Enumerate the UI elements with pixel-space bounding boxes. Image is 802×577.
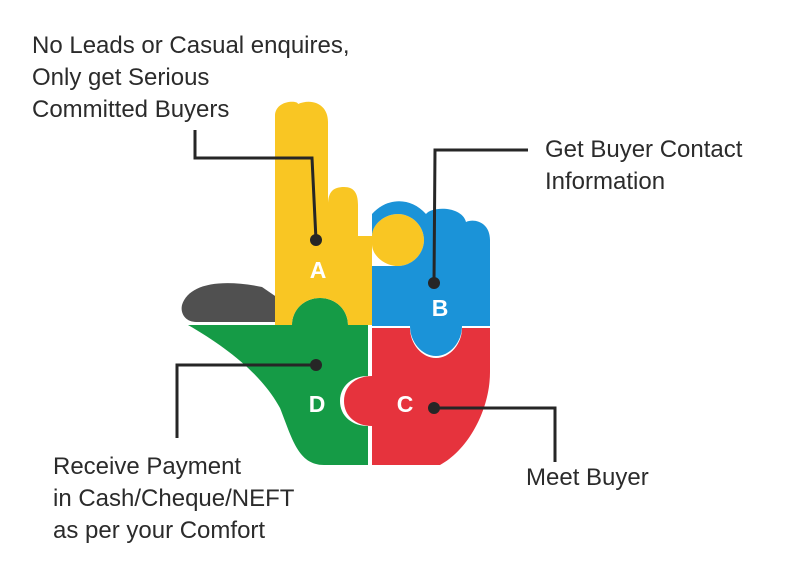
callout-a-line-1: No Leads or Casual enquires, [32, 32, 350, 59]
callout-a-line-3: Committed Buyers [32, 96, 230, 123]
connector-dot-d [310, 359, 322, 371]
connector-line-c [434, 406, 557, 462]
connector-line-b [432, 148, 528, 284]
hand-thumb [181, 283, 278, 322]
puzzle-piece-d [188, 298, 368, 465]
callout-c-line-1: Meet Buyer [526, 464, 649, 491]
callout-d-line-2: in Cash/Cheque/NEFT [53, 485, 295, 512]
callout-b-line-1: Get Buyer Contact [545, 136, 743, 163]
piece-letter-a: A [310, 257, 327, 283]
callout-c: Meet Buyer [526, 462, 649, 494]
piece-letter-b: B [432, 295, 449, 321]
connector-line-d [175, 363, 316, 438]
callout-d-line-1: Receive Payment [53, 453, 242, 480]
connector-dot-c [428, 402, 440, 414]
callout-b-line-2: Information [545, 168, 666, 195]
puzzle-piece-c [344, 328, 490, 465]
callout-a-line-2: Only get Serious [32, 64, 210, 91]
callout-a: No Leads or Casual enquires, Only get Se… [32, 30, 350, 126]
connector-dot-b [428, 277, 440, 289]
piece-letter-c: C [397, 391, 414, 417]
connector-line-a [193, 130, 318, 241]
piece-letter-d: D [309, 391, 326, 417]
callout-d-line-3: as per your Comfort [53, 517, 266, 544]
callout-d: Receive Payment in Cash/Cheque/NEFT as p… [53, 451, 294, 547]
connector-dot-a [310, 234, 322, 246]
callout-b: Get Buyer Contact Information [545, 134, 742, 198]
